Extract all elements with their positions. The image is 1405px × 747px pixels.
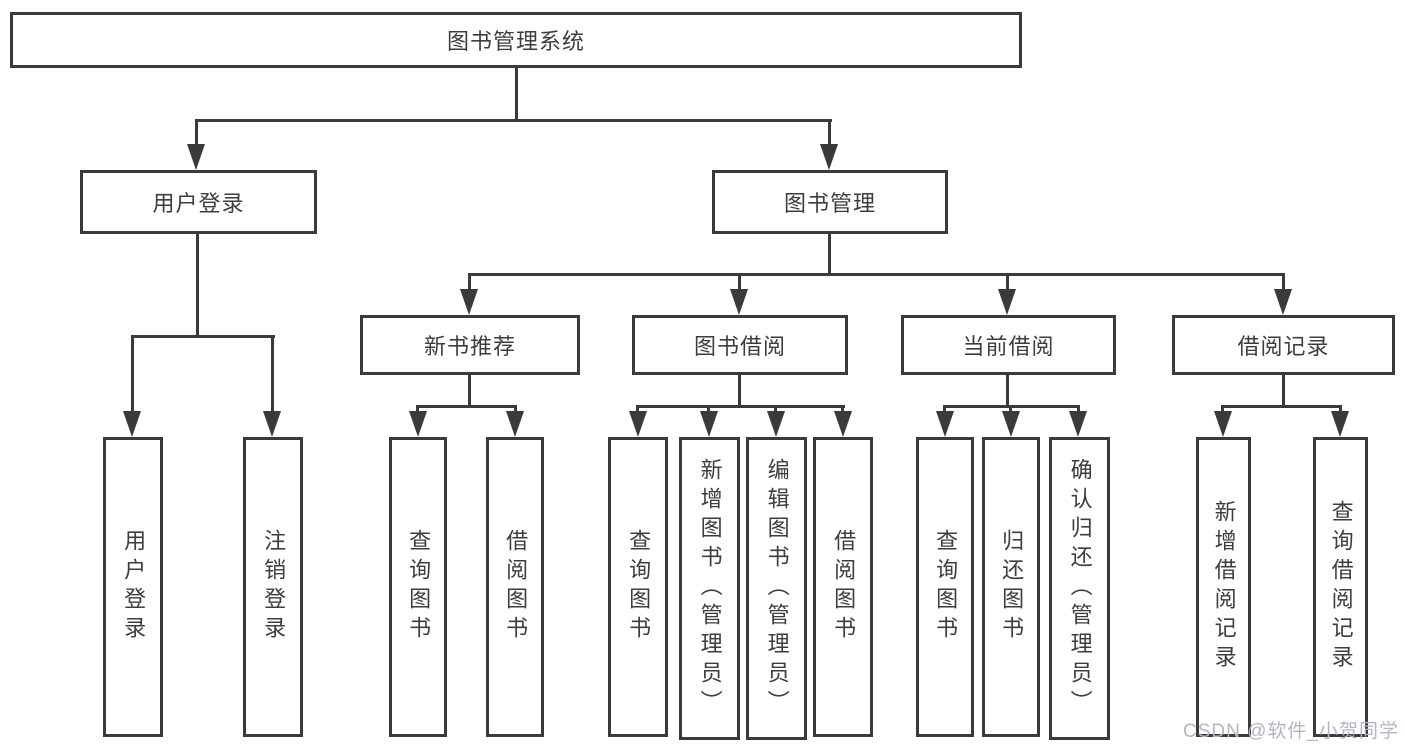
node-label: 归还图书: [999, 529, 1025, 645]
node-label: 图书管理系统: [446, 29, 585, 54]
connector-line: [514, 405, 517, 415]
connector-line: [417, 405, 517, 408]
node-label: 用户登录: [152, 191, 245, 216]
connector-arrowhead: [730, 289, 748, 315]
connector-arrowhead: [1069, 411, 1087, 437]
node-borrowing-records: 借阅记录: [1172, 315, 1395, 375]
node-label: 图书管理: [783, 191, 876, 216]
node-label: 借阅记录: [1237, 334, 1330, 359]
node-label: 查询借阅记录: [1328, 500, 1354, 674]
node-label: 当前借阅: [962, 334, 1055, 359]
node-add-book-admin: 新增图书（管理员）: [679, 437, 740, 740]
node-label: 查询图书: [626, 529, 652, 645]
connector-line: [1339, 405, 1342, 415]
node-edit-book-admin: 编辑图书（管理员）: [746, 437, 807, 740]
connector-line: [707, 405, 710, 415]
node-query-books-recommend: 查询图书: [389, 437, 447, 737]
connector-line: [1009, 405, 1012, 415]
connector-arrowhead: [460, 289, 478, 315]
node-logout: 注销登录: [243, 437, 303, 737]
node-label: 查询图书: [406, 529, 432, 645]
connector-line: [271, 335, 274, 413]
connector-line: [637, 405, 845, 408]
node-borrow-books-recommend: 借阅图书: [486, 437, 544, 737]
connector-line: [1222, 405, 1342, 408]
connector-arrowhead: [1214, 411, 1232, 437]
connector-line: [738, 375, 741, 408]
node-current-borrowing: 当前借阅: [901, 315, 1116, 375]
connector-arrowhead: [506, 411, 524, 437]
connector-line: [468, 273, 471, 291]
connector-line: [828, 234, 831, 276]
connector-arrowhead: [1002, 411, 1020, 437]
connector-arrowhead: [767, 411, 785, 437]
connector-line: [416, 405, 419, 415]
node-book-borrowing: 图书借阅: [632, 315, 848, 375]
connector-arrowhead: [629, 411, 647, 437]
connector-line: [132, 335, 275, 338]
connector-line: [828, 119, 831, 146]
node-label: 借阅图书: [503, 529, 529, 645]
node-label: 编辑图书（管理员）: [764, 458, 790, 719]
connector-line: [469, 273, 1285, 276]
node-confirm-return-admin: 确认归还（管理员）: [1049, 437, 1110, 740]
node-return-books: 归还图书: [982, 437, 1040, 737]
connector-arrowhead: [1331, 411, 1349, 437]
connector-line: [196, 234, 199, 337]
node-user-login: 用户登录: [80, 170, 317, 234]
node-book-management: 图书管理: [712, 170, 948, 234]
node-user-login-leaf: 用户登录: [103, 437, 163, 737]
node-label: 注销登录: [261, 529, 287, 645]
connector-arrowhead: [834, 411, 852, 437]
node-label: 图书借阅: [693, 334, 786, 359]
node-label: 用户登录: [121, 529, 147, 645]
node-add-borrow-record: 新增借阅记录: [1196, 437, 1251, 737]
connector-line: [1006, 375, 1009, 408]
connector-line: [131, 335, 134, 413]
connector-line: [636, 405, 639, 415]
connector-line: [468, 375, 471, 408]
node-query-books-borrowing: 查询图书: [608, 437, 668, 737]
connector-line: [1282, 273, 1285, 291]
node-label: 新增借阅记录: [1211, 500, 1237, 674]
node-label: 新书推荐: [423, 334, 516, 359]
node-query-books-current: 查询图书: [916, 437, 974, 737]
connector-arrowhead: [998, 289, 1016, 315]
watermark-text: CSDN @软件_小贺同学: [1183, 721, 1399, 742]
connector-line: [841, 405, 844, 415]
node-label: 确认归还（管理员）: [1067, 458, 1093, 719]
connector-line: [196, 119, 832, 122]
connector-line: [774, 405, 777, 415]
node-label: 查询图书: [933, 529, 959, 645]
connector-arrowhead: [700, 411, 718, 437]
connector-line: [1221, 405, 1224, 415]
connector-line: [1282, 375, 1285, 408]
connector-arrowhead: [820, 144, 838, 170]
connector-line: [944, 405, 1080, 408]
node-new-book-recommend: 新书推荐: [360, 315, 580, 375]
node-query-borrow-record: 查询借阅记录: [1313, 437, 1368, 737]
node-book-management-system: 图书管理系统: [10, 12, 1022, 68]
connector-arrowhead: [409, 411, 427, 437]
node-label: 借阅图书: [831, 529, 857, 645]
connector-arrowhead: [263, 411, 281, 437]
connector-arrowhead: [187, 144, 205, 170]
node-borrow-books-borrowing: 借阅图书: [813, 437, 873, 737]
connector-arrowhead: [936, 411, 954, 437]
connector-arrowhead: [1274, 289, 1292, 315]
connector-arrowhead: [123, 411, 141, 437]
node-label: 新增图书（管理员）: [697, 458, 723, 719]
connector-line: [1006, 273, 1009, 291]
connector-line: [515, 68, 518, 121]
connector-line: [738, 273, 741, 291]
connector-line: [1077, 405, 1080, 415]
connector-line: [943, 405, 946, 415]
connector-line: [195, 119, 198, 146]
